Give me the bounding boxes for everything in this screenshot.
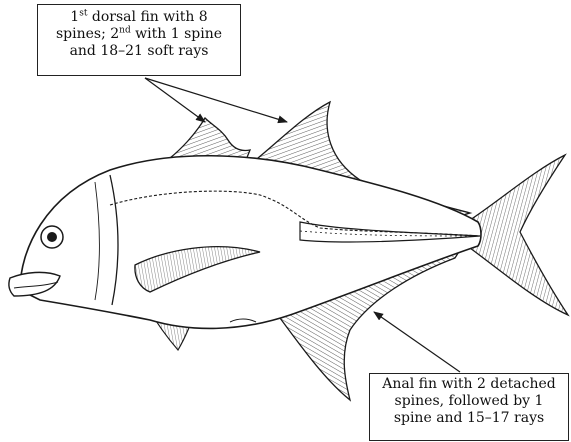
- fish-body: [20, 156, 481, 329]
- dorsal-label-line3: and 18–21 soft rays: [44, 43, 234, 60]
- anal-fin-label: Anal fin with 2 detached spines, followe…: [369, 373, 569, 441]
- arrow-to-anal-fin: [374, 312, 460, 372]
- anal-label-line1: Anal fin with 2 detached: [374, 376, 564, 393]
- caudal-fin: [470, 155, 568, 315]
- arrow-to-first-dorsal: [145, 78, 205, 122]
- dorsal-label-line1: 1st dorsal fin with 8: [44, 9, 234, 26]
- dorsal-label-line2: spines; 2nd with 1 spine: [44, 26, 234, 43]
- first-dorsal-fin: [170, 118, 250, 160]
- anal-label-line2: spines, followed by 1: [374, 393, 564, 410]
- arrow-to-second-dorsal: [145, 78, 287, 122]
- anal-label-line3: spine and 15–17 rays: [374, 410, 564, 427]
- dorsal-fin-label: 1st dorsal fin with 8 spines; 2nd with 1…: [37, 4, 241, 76]
